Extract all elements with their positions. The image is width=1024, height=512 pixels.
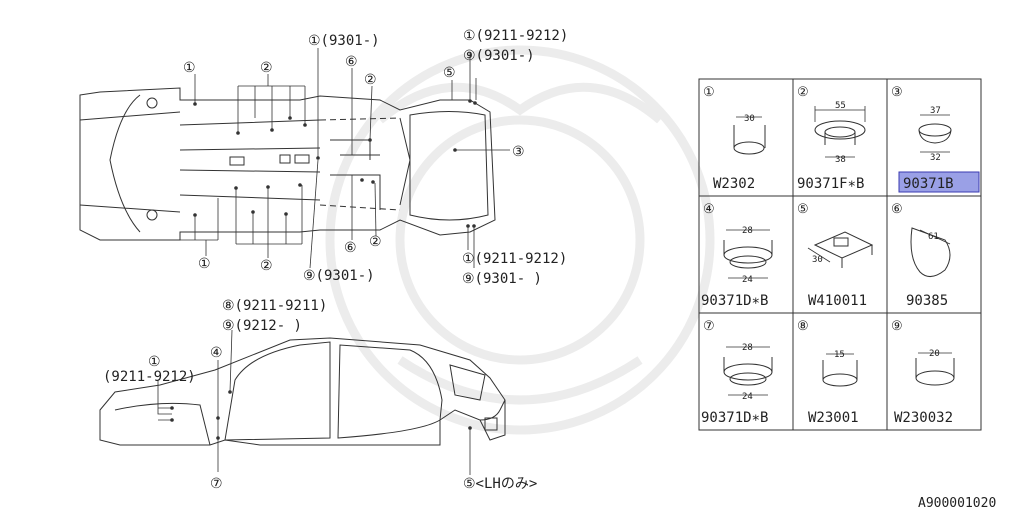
part-dim-3b: 32 [930, 153, 941, 163]
callout-7-side: ⑦ [210, 476, 223, 492]
callout-1-side: ① [148, 354, 161, 370]
parts-table: ① 30 W2302 ② 55 38 90371F∗B ③ 37 32 9037… [698, 78, 982, 431]
part-num-3: ③ [891, 85, 903, 100]
part-code-7: 90371D∗B [701, 410, 768, 426]
part-code-3: 90371B [903, 176, 954, 192]
part-code-9: W230032 [894, 410, 953, 426]
callout-1-side-range: (9211-9212) [103, 369, 196, 385]
callout-1-bottom: ① [198, 256, 211, 272]
callout-2-bottom-right: ② [369, 234, 382, 250]
watermark-emblem [325, 45, 715, 435]
part-dim-4b: 24 [742, 275, 753, 285]
part-code-4: 90371D∗B [701, 293, 768, 309]
callout-9-9301-bottom: ⑨(9301- ) [462, 271, 542, 287]
part-code-5: W410011 [808, 293, 867, 309]
callout-1-9301: ①(9301-) [308, 33, 380, 49]
callout-2: ② [260, 60, 273, 76]
callout-8-9211-9211: ⑧(9211-9211) [222, 298, 327, 314]
part-code-6: 90385 [906, 293, 948, 309]
part-dim-6: 61 [928, 232, 939, 242]
side-body-view: ⑧(9211-9211) ⑨(9212- ) ① (9211-9212) ④ ⑦… [99, 298, 537, 492]
callout-2b: ② [364, 72, 377, 88]
part-dim-5: 30 [812, 255, 823, 265]
part-num-1: ① [703, 85, 715, 100]
callout-5: ⑤ [443, 65, 456, 81]
part-num-9: ⑨ [891, 319, 903, 334]
callout-1-9211-9212: ①(9211-9212) [463, 28, 568, 44]
part-code-8: W23001 [808, 410, 859, 426]
figure-id: A900001020 [918, 496, 996, 511]
part-dim-7b: 24 [742, 392, 753, 402]
callout-3: ③ [512, 144, 525, 160]
part-num-8: ⑧ [797, 319, 809, 334]
callout-9-9212: ⑨(9212- ) [222, 318, 302, 334]
part-dim-2b: 38 [835, 155, 846, 165]
highlight-90371B [898, 171, 980, 193]
callout-9-9301: ⑨(9301-) [463, 48, 535, 64]
part-num-7: ⑦ [703, 319, 715, 334]
part-dim-4a: 28 [742, 226, 753, 236]
part-dim-9: 20 [929, 349, 940, 359]
callout-9-9301-lower: ⑨(9301-) [303, 268, 375, 284]
underbody-view: ① ② ①(9301-) ⑥ ② ⑤ ①(9211-9212) ⑨(9301-)… [79, 28, 568, 287]
part-dim-7a: 28 [742, 343, 753, 353]
callout-5-lh-only: ⑤<LHのみ> [463, 476, 537, 492]
part-dim-2a: 55 [835, 101, 846, 111]
part-code-2: 90371F∗B [797, 176, 864, 192]
part-dim-1: 30 [744, 114, 755, 124]
callout-4-side: ④ [210, 345, 223, 361]
callout-6-bottom: ⑥ [344, 240, 357, 256]
callout-1: ① [183, 60, 196, 76]
part-num-2: ② [797, 85, 809, 100]
callout-2-bottom: ② [260, 258, 273, 274]
part-dim-3a: 37 [930, 106, 941, 116]
callout-6: ⑥ [345, 54, 358, 70]
part-num-5: ⑤ [797, 202, 809, 217]
callout-1-9211-9212-bottom: ①(9211-9212) [462, 251, 567, 267]
part-num-6: ⑥ [891, 202, 903, 217]
part-num-4: ④ [703, 202, 715, 217]
part-code-1: W2302 [713, 176, 755, 192]
part-dim-8: 15 [834, 350, 845, 360]
